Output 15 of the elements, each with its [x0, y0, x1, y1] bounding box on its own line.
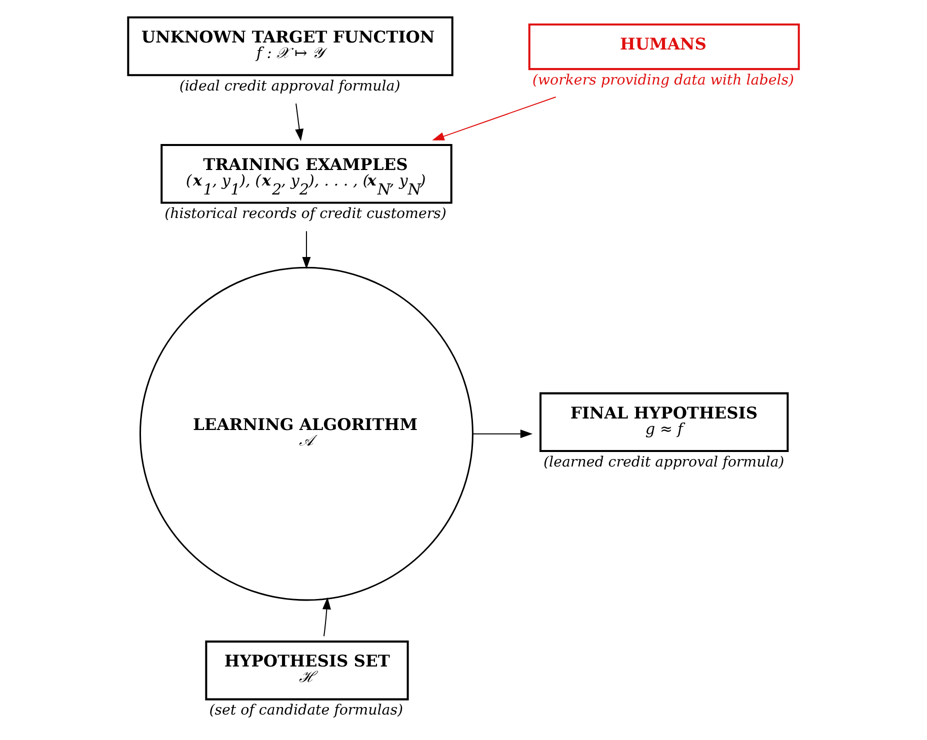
- arrow: [432, 96, 556, 140]
- node-box: FINAL HYPOTHESIS g ≈ f: [539, 392, 789, 452]
- node-box: UNKNOWN TARGET FUNCTION f : 𝒳 ↦ 𝒴: [127, 16, 454, 76]
- node-label: (set of candidate formulas): [209, 702, 404, 719]
- arrow: [295, 104, 304, 142]
- node-box: HUMANS: [528, 23, 800, 70]
- node-circle: LEARNING ALGORITHM 𝒜: [139, 266, 474, 601]
- node-label: (historical records of credit customers): [164, 206, 446, 222]
- node-label: (ideal credit approval formula): [179, 78, 400, 95]
- arrow: [322, 597, 331, 636]
- node-label: (learned credit approval formula): [544, 454, 784, 470]
- node-box: HYPOTHESIS SET ℋ: [205, 640, 409, 700]
- arrow: [302, 231, 311, 270]
- node-label: (workers providing data with labels): [532, 72, 794, 88]
- arrow: [472, 430, 533, 438]
